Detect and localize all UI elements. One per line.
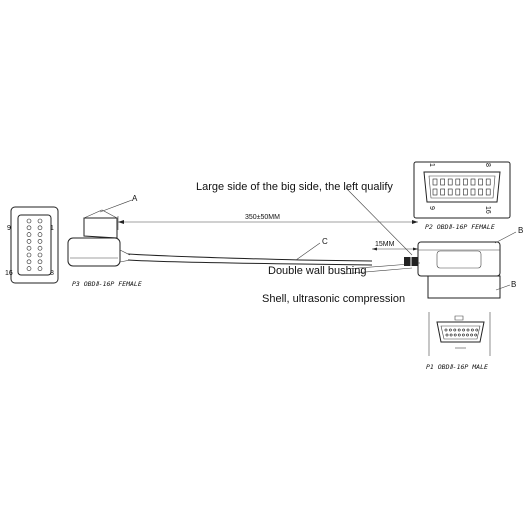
pin-slot	[432, 188, 438, 196]
pin-contact	[457, 328, 461, 332]
short-dimension-text: 15MM	[375, 241, 395, 248]
pin-number-9-left: 9	[7, 225, 11, 232]
pin-hole	[26, 245, 32, 251]
pin-contact	[453, 328, 457, 332]
pin-slot	[432, 178, 438, 186]
pin-contact	[466, 328, 470, 332]
shell-leader	[341, 267, 413, 275]
pin-number-16-left: 16	[5, 270, 13, 277]
pin-number-8-top: 8	[484, 163, 491, 167]
callout-b-top: B	[494, 226, 523, 244]
pin-hole	[26, 266, 32, 271]
callout-c: C	[295, 237, 328, 261]
cable	[127, 253, 373, 266]
pin-contact	[461, 333, 465, 337]
pin-slot	[478, 188, 483, 196]
callout-b-bottom-letter: B	[511, 280, 516, 289]
pin-slot	[447, 178, 453, 186]
p3-end-view: 9 1 16 8	[5, 206, 59, 284]
pin-slot	[485, 188, 491, 196]
p3-side-view	[67, 209, 131, 267]
pin-slot	[470, 188, 476, 196]
pin-hole	[37, 252, 43, 258]
pin-hole	[37, 225, 43, 231]
pin-contact	[470, 333, 474, 337]
large-side-annotation: Large side of the big side, the left qua…	[196, 181, 393, 193]
pin-hole	[26, 232, 32, 237]
p3-label: P3 OBDⅡ-16P FEMALE	[72, 280, 142, 288]
pin-contact	[457, 333, 461, 337]
pin-slot	[485, 178, 491, 186]
pin-contact	[444, 328, 448, 332]
large-side-leader	[345, 187, 413, 256]
pin-number-1-left: 1	[50, 225, 54, 232]
double-wall-bushing	[404, 257, 418, 266]
callout-a: A	[99, 194, 138, 213]
pin-number-9-top: 9	[428, 206, 435, 210]
pin-slot	[455, 188, 461, 196]
pin-slot	[470, 178, 476, 186]
pin-number-8-left: 8	[50, 270, 54, 277]
p2-top-view: 1 8 9 16	[413, 161, 511, 219]
callout-c-letter: C	[322, 237, 328, 246]
length-dimension-text: 350±50MM	[245, 214, 280, 221]
p1-label: P1 OBDⅡ-16P MALE	[426, 363, 488, 371]
pin-contact	[470, 328, 474, 332]
pin-hole	[26, 218, 32, 224]
p1-end-view	[428, 312, 491, 356]
pin-slot	[440, 178, 445, 186]
pin-slot	[463, 188, 468, 196]
pin-number-1-top: 1	[428, 163, 435, 167]
pin-contact	[462, 328, 466, 332]
pin-hole	[26, 252, 32, 258]
pin-hole	[37, 218, 43, 224]
pin-hole	[26, 239, 32, 244]
pin-contact	[449, 333, 453, 337]
short-dimension: 15MM	[372, 241, 418, 251]
pin-hole	[37, 266, 43, 271]
p2-p1-connector-body	[417, 241, 501, 299]
pin-contact	[448, 328, 452, 332]
double-wall-annotation: Double wall bushing	[268, 265, 366, 277]
pin-number-16-top: 16	[484, 206, 491, 214]
pin-contact	[453, 333, 457, 337]
shell-annotation: Shell, ultrasonic compression	[262, 293, 405, 305]
length-dimension: 350±50MM	[117, 214, 418, 230]
callout-b-bottom: B	[495, 280, 516, 291]
pin-slot	[478, 178, 483, 186]
pin-slot	[463, 178, 468, 186]
pin-hole	[26, 225, 32, 231]
callout-a-letter: A	[132, 194, 138, 203]
p2-label: P2 OBDⅡ-16P FEMALE	[425, 223, 495, 231]
pin-hole	[37, 232, 43, 237]
pin-hole	[37, 245, 43, 251]
pin-hole	[37, 259, 43, 265]
pin-contact	[466, 333, 469, 337]
pin-contact	[475, 328, 479, 332]
pin-hole	[37, 239, 43, 244]
pin-contact	[474, 333, 478, 337]
pin-slot	[455, 178, 461, 186]
pin-slot	[440, 188, 445, 196]
double-wall-leader	[345, 263, 411, 270]
pin-slot	[447, 188, 453, 196]
callout-b-top-letter: B	[518, 226, 523, 235]
pin-contact	[445, 333, 449, 337]
pin-hole	[26, 259, 32, 265]
